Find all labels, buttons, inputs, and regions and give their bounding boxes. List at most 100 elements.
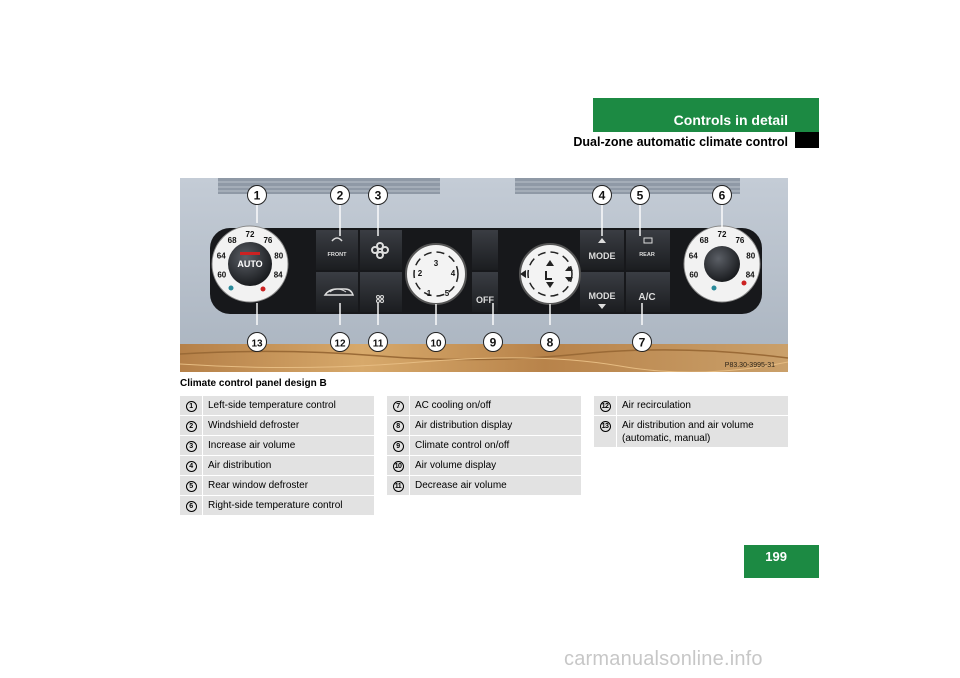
callout-circle xyxy=(247,332,267,352)
legend-row: 12 Air recirculation xyxy=(594,396,788,416)
callout-circle xyxy=(330,332,350,352)
left-temp-label: 80 xyxy=(274,251,283,260)
left-temp-label: 76 xyxy=(263,236,272,245)
header-band xyxy=(593,98,819,132)
fan-step-label: 3 xyxy=(434,259,439,268)
callout-number: 4 xyxy=(599,189,606,203)
legend-number: 2 xyxy=(185,421,197,432)
legend-text: Right-side temperature control xyxy=(202,495,374,516)
callout-circle xyxy=(712,185,732,205)
callout-number: 12 xyxy=(334,339,346,350)
right-temp-label: 60 xyxy=(689,270,698,279)
fan-step-label: 2 xyxy=(418,269,423,278)
left-temp-label: 68 xyxy=(228,236,237,245)
callout-number: 8 xyxy=(547,336,554,350)
left-temp-label: 60 xyxy=(217,270,226,279)
callout-circle xyxy=(592,185,612,205)
legend-row: 5 Rear window defroster xyxy=(180,475,374,496)
callout-number: 3 xyxy=(375,189,382,203)
callout-circle xyxy=(368,185,388,205)
legend-number: 13 xyxy=(599,421,611,432)
callout-circle xyxy=(247,185,267,205)
callout-circle xyxy=(368,332,388,352)
legend-number: 4 xyxy=(185,461,197,472)
fan-step-label: 5 xyxy=(445,289,450,298)
callout-number: 13 xyxy=(251,339,263,350)
left-temp-label: 84 xyxy=(274,270,283,279)
legend-number: 7 xyxy=(392,401,404,412)
mode-down-label: MODE xyxy=(589,291,616,301)
callout-circle xyxy=(426,332,446,352)
legend-row: 6 Right-side temperature control xyxy=(180,495,374,516)
page-number: 199 xyxy=(765,549,787,564)
fan-step-label: 1 xyxy=(427,289,432,298)
callout-number: 5 xyxy=(637,189,644,203)
right-temp-label: 72 xyxy=(718,230,727,239)
front-label: FRONT xyxy=(328,252,348,258)
figure-caption: Climate control panel design B xyxy=(180,378,327,389)
legend-row: 13 Air distribution and air volume (autom… xyxy=(594,415,788,448)
legend-text: Left-side temperature control xyxy=(202,396,374,416)
section-subtitle: Dual-zone automatic climate control xyxy=(573,135,788,149)
callout-circle xyxy=(632,332,652,352)
callout-circle xyxy=(630,185,650,205)
page-number-box xyxy=(744,545,819,578)
legend-table-1: 1 Left-side temperature control 2 Windshiel… xyxy=(180,396,374,516)
legend-number: 8 xyxy=(392,421,404,432)
callout-circle xyxy=(330,185,350,205)
legend-row: 3 Increase air volume xyxy=(180,435,374,456)
legend-text: Air distribution and air volume (automat… xyxy=(616,415,788,448)
legend-number: 5 xyxy=(185,481,197,492)
legend-number: 12 xyxy=(599,401,611,412)
image-code: P83.30-3995-31 xyxy=(725,362,775,369)
callout-circle xyxy=(540,332,560,352)
callout-number: 1 xyxy=(254,189,261,203)
legend-text: Increase air volume xyxy=(202,435,374,456)
off-label: OFF xyxy=(476,295,494,305)
callout-number: 2 xyxy=(337,189,344,203)
left-temp-label: 72 xyxy=(246,230,255,239)
legend-number: 6 xyxy=(185,501,197,512)
right-temp-label: 76 xyxy=(735,236,744,245)
legend-row: 11 Decrease air volume xyxy=(387,475,581,496)
callout-number: 7 xyxy=(639,336,646,350)
auto-label: AUTO xyxy=(237,259,262,269)
legend-row: 4 Air distribution xyxy=(180,455,374,476)
watermark: carmanualsonline.info xyxy=(564,648,763,670)
right-temp-label: 64 xyxy=(689,251,698,260)
legend-number: 3 xyxy=(185,441,197,452)
legend-text: Air volume display xyxy=(409,455,581,476)
legend-number: 9 xyxy=(392,441,404,452)
mode-up-label: MODE xyxy=(589,251,616,261)
callout-circle xyxy=(483,332,503,352)
legend-text: Air distribution xyxy=(202,455,374,476)
callout-number: 11 xyxy=(373,339,384,350)
right-temp-label: 84 xyxy=(746,270,755,279)
legend-text: Rear window defroster xyxy=(202,475,374,496)
legend-number: 11 xyxy=(392,481,404,492)
legend-text: Air recirculation xyxy=(616,396,788,416)
callout-number: 10 xyxy=(430,339,442,350)
fan-step-label: 4 xyxy=(451,269,456,278)
rear-label: REAR xyxy=(639,252,655,258)
legend-text: Windshield defroster xyxy=(202,415,374,436)
legend-table-3: 12 Air recirculation 13 Air distribution an… xyxy=(594,396,788,448)
right-temp-label: 80 xyxy=(746,251,755,260)
legend-number: 1 xyxy=(185,401,197,412)
legend-text: Air distribution display xyxy=(409,415,581,436)
right-temp-label: 68 xyxy=(700,236,709,245)
callout-number: 6 xyxy=(719,189,726,203)
legend-row: 8 Air distribution display xyxy=(387,415,581,436)
section-title: Controls in detail xyxy=(673,112,788,128)
left-temp-label: 64 xyxy=(217,251,226,260)
header-tab xyxy=(795,132,819,148)
legend-text: Decrease air volume xyxy=(409,475,581,496)
legend-row: 2 Windshield defroster xyxy=(180,415,374,436)
